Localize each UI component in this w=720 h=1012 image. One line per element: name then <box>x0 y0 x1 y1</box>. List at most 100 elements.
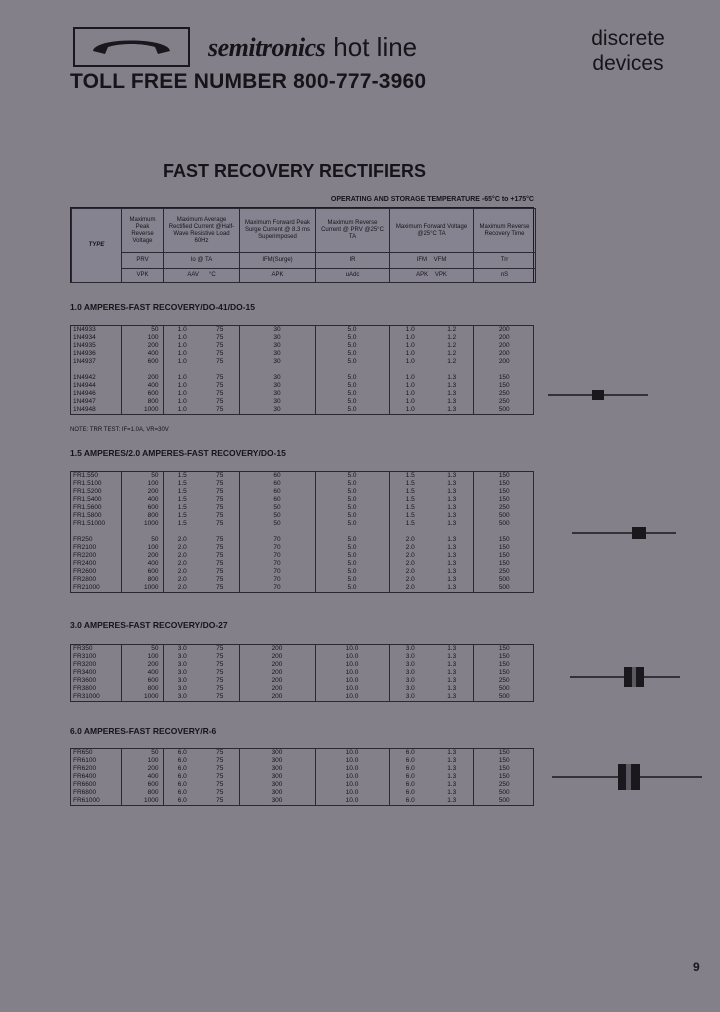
table-cell: 200 <box>239 693 316 701</box>
table-cell: 75 <box>201 334 240 342</box>
table-cell: 200 <box>498 326 510 333</box>
table-cell: 75 <box>201 544 240 552</box>
table-cell: 75 <box>201 496 240 504</box>
table-cell: 5.0 <box>315 552 390 560</box>
table-cell: 5.0 <box>315 496 390 504</box>
table-cell: FR6600 <box>71 781 122 789</box>
table-cell: 3.0 <box>177 693 187 700</box>
table-cell: 600 <box>121 504 164 512</box>
table-cell: 50 <box>239 520 316 528</box>
table-cell: 250 <box>498 568 510 575</box>
table-cell: 1N4944 <box>71 382 122 390</box>
table-cell: 75 <box>201 661 240 669</box>
table-cell: 600 <box>121 568 164 576</box>
table-cell: 200 <box>121 342 164 350</box>
table-cell: 200 <box>498 334 510 341</box>
table-cell: 6.0 <box>405 773 415 780</box>
table-cell: 500 <box>498 576 510 583</box>
table-cell: 1.3 <box>431 568 474 576</box>
table-cell: FR250 <box>71 536 122 544</box>
table-cell: 1.3 <box>431 576 474 584</box>
table-cell: FR3600 <box>71 677 122 685</box>
table-cell: 2.0 <box>405 536 415 543</box>
table-cell: 5.0 <box>315 520 390 528</box>
table-cell: 3.0 <box>177 685 187 692</box>
table-cell: 1.3 <box>431 512 474 520</box>
section-title-3a: 3.0 AMPERES-FAST RECOVERY/DO-27 <box>70 620 228 630</box>
table-cell: FR2400 <box>71 560 122 568</box>
table-cell: 1.5 <box>177 520 187 527</box>
unit-ir: uAdc <box>315 268 390 283</box>
table-cell: 6.0 <box>177 773 187 780</box>
table-cell: 1.3 <box>431 552 474 560</box>
table-cell: 150 <box>498 552 510 559</box>
table-cell: 5.0 <box>315 398 390 406</box>
table-cell: 30 <box>239 398 316 406</box>
table-cell: 2.0 <box>177 576 187 583</box>
table-cell <box>239 528 316 536</box>
table-cell: FR650 <box>71 749 122 757</box>
table-cell: 150 <box>498 645 510 652</box>
table-cell: 1N4934 <box>71 334 122 342</box>
table-cell: 75 <box>201 350 240 358</box>
table-cell: 150 <box>498 653 510 660</box>
table-cell: 1.5 <box>405 520 415 527</box>
table-cell: 1.0 <box>177 382 187 389</box>
table-cell: 1.3 <box>431 789 474 797</box>
table-cell: FR2200 <box>71 552 122 560</box>
table-cell: 1.0 <box>177 358 187 365</box>
table-cell: FR31000 <box>71 693 122 701</box>
table-cell: FR6100 <box>71 757 122 765</box>
category-line-1: discrete <box>591 27 665 50</box>
table-cell: 5.0 <box>315 342 390 350</box>
table-cell: 1.3 <box>431 504 474 512</box>
table-cell <box>121 366 164 374</box>
table-cell: 5.0 <box>315 374 390 382</box>
table-cell: 1N4936 <box>71 350 122 358</box>
table-cell: 30 <box>239 334 316 342</box>
table-cell: 3.0 <box>405 693 415 700</box>
table-cell: 75 <box>201 685 240 693</box>
table-cell: 70 <box>239 568 316 576</box>
table-cell: 1N4947 <box>71 398 122 406</box>
table-cell: 1.0 <box>177 342 187 349</box>
table-cell: FR1.5600 <box>71 504 122 512</box>
table-cell: 150 <box>498 749 510 756</box>
table-cell: 300 <box>239 749 316 757</box>
table-cell <box>71 528 122 536</box>
table-cell: 1.3 <box>431 773 474 781</box>
table-cell: 70 <box>239 552 316 560</box>
table-cell: 30 <box>239 358 316 366</box>
table-cell: 2.0 <box>405 544 415 551</box>
table-cell: 70 <box>239 584 316 592</box>
table-cell: 75 <box>201 797 240 805</box>
table-cell: 1.0 <box>405 350 415 357</box>
table-cell: 300 <box>239 781 316 789</box>
table-cell: 800 <box>121 576 164 584</box>
table-cell <box>431 528 474 536</box>
table-cell: 6.0 <box>405 781 415 788</box>
table-cell: 2.0 <box>177 544 187 551</box>
table-cell <box>431 366 474 374</box>
table-cell: 60 <box>239 496 316 504</box>
unit-io-temp: °C <box>208 272 216 278</box>
table-cell: 1.0 <box>177 350 187 357</box>
table-cell: FR2100 <box>71 544 122 552</box>
table-cell: 1.5 <box>405 472 415 479</box>
table-cell: FR1.51000 <box>71 520 122 528</box>
table-cell: 250 <box>498 390 510 397</box>
table-cell: 5.0 <box>315 480 390 488</box>
